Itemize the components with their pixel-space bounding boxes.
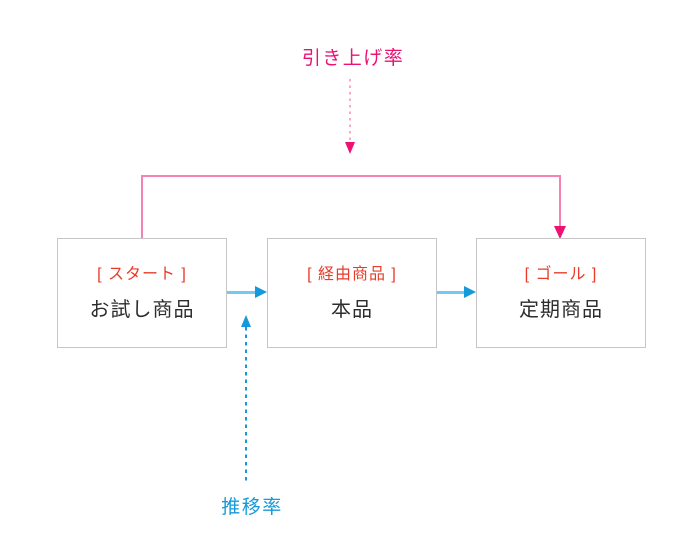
arrow-right-icon (464, 286, 476, 298)
via-role-label: [ 経由商品 ] (307, 265, 397, 283)
start-role-label: [ スタート ] (97, 265, 187, 283)
arrow-right-icon (255, 286, 267, 298)
uplift-rate-dotted-line (349, 79, 351, 143)
transition-arrow-1-line (227, 291, 256, 294)
goal-role-label: [ ゴール ] (524, 265, 598, 283)
transition-rate-label: 推移率 (221, 497, 283, 518)
arrow-up-icon (241, 315, 251, 327)
transition-arrow-2-line (437, 291, 466, 294)
start-product-label: お試し商品 (89, 298, 195, 321)
uplift-path-right-vertical (559, 176, 561, 227)
transition-rate-dotted-line (245, 327, 247, 482)
node-via: [ 経由商品 ] 本品 (267, 238, 437, 348)
uplift-path-horizontal (141, 175, 561, 177)
uplift-rate-label: 引き上げ率 (301, 48, 405, 69)
uplift-path-left-vertical (141, 176, 143, 238)
node-goal: [ ゴール ] 定期商品 (476, 238, 646, 348)
via-product-label: 本品 (331, 298, 373, 321)
goal-product-label: 定期商品 (519, 298, 603, 321)
arrow-down-icon (345, 142, 355, 154)
arrow-down-icon (554, 226, 566, 239)
node-start: [ スタート ] お試し商品 (57, 238, 227, 348)
